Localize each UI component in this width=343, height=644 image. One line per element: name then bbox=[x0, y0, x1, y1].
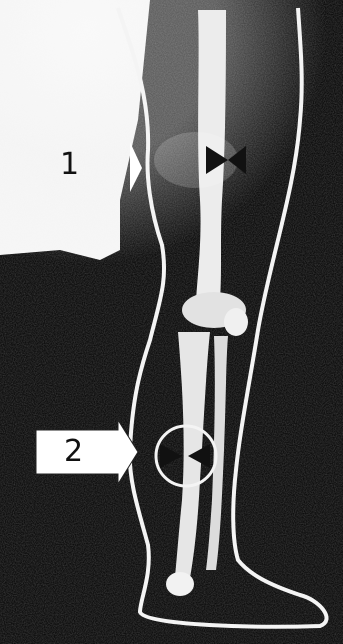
ankle-bone bbox=[166, 572, 194, 596]
marker-label-2: 2 bbox=[64, 437, 83, 467]
patella bbox=[224, 308, 248, 336]
marker-label-1: 1 bbox=[60, 150, 79, 180]
callout-2-arrow bbox=[36, 420, 138, 484]
